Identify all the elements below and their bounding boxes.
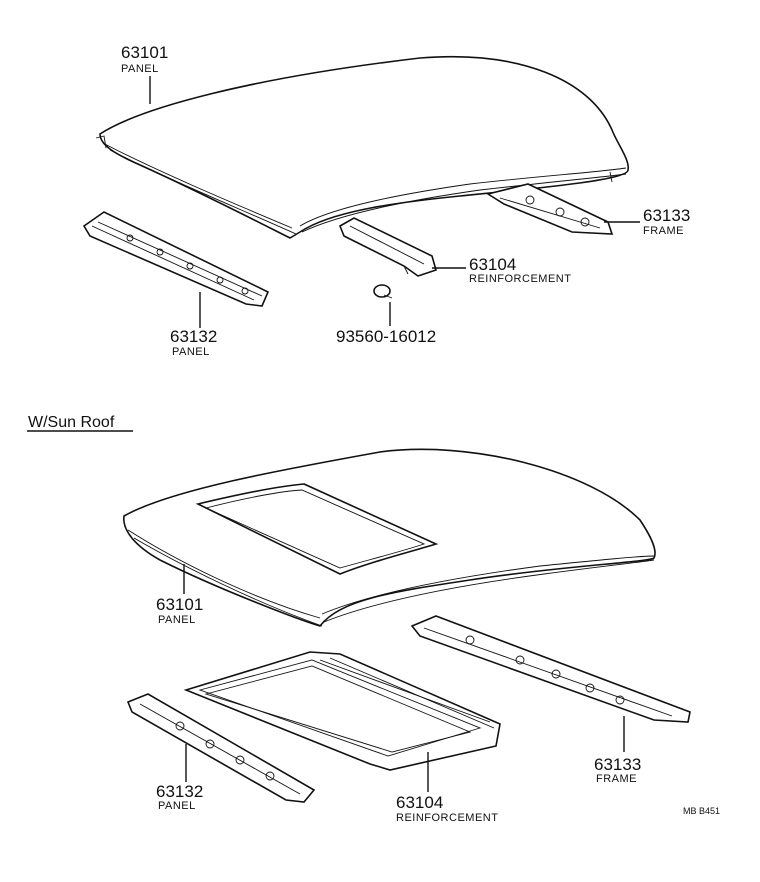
rear-panel-drawing <box>82 211 270 307</box>
part-name-panel: PANEL <box>158 614 196 626</box>
reinforcement-drawing <box>338 217 437 277</box>
sunroof-rear-panel-drawing <box>126 693 316 803</box>
part-number-63104: 63104 <box>396 793 443 812</box>
part-name-frame: FRAME <box>596 773 637 785</box>
roof-panel-drawing <box>95 55 629 239</box>
sunroof-frame-drawing <box>410 615 691 723</box>
part-name-frame: FRAME <box>643 225 684 237</box>
part-number-63101: 63101 <box>121 43 168 62</box>
part-number-63133: 63133 <box>594 755 641 774</box>
part-number-63104: 63104 <box>469 255 516 274</box>
part-name-panel: PANEL <box>172 346 210 358</box>
frame-drawing <box>485 183 614 235</box>
section-title: W/Sun Roof <box>28 414 115 431</box>
part-number-63133: 63133 <box>643 206 690 225</box>
sunroof-roof-panel-drawing <box>123 448 656 627</box>
part-name-reinforcement: REINFORCEMENT <box>396 812 498 824</box>
part-number-63101: 63101 <box>156 595 203 614</box>
part-number-93560-16012: 93560-16012 <box>336 327 436 346</box>
part-name-reinforcement: REINFORCEMENT <box>469 273 571 285</box>
diagram-code: MB B451 <box>683 806 720 816</box>
clip-drawing <box>373 284 393 299</box>
part-number-63132: 63132 <box>170 327 217 346</box>
part-name-panel: PANEL <box>121 63 159 75</box>
sunroof-reinforcement-drawing <box>183 651 501 771</box>
part-number-63132: 63132 <box>156 782 203 801</box>
part-name-panel: PANEL <box>158 800 196 812</box>
